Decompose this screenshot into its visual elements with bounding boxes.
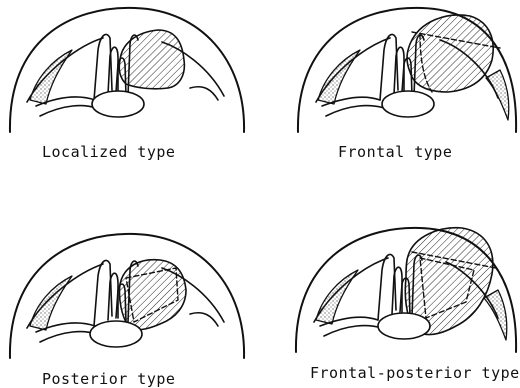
caption-frontal-posterior-type: Frontal-posterior type (310, 364, 520, 382)
panel-frontal-posterior-type (296, 228, 516, 352)
caption-frontal-type: Frontal type (338, 143, 452, 161)
panel-posterior-type (10, 234, 244, 358)
caption-localized-type: Localized type (42, 143, 175, 161)
panel-frontal-type (298, 8, 516, 132)
caption-posterior-type: Posterior type (42, 370, 175, 388)
panel-localized-type (10, 8, 244, 132)
